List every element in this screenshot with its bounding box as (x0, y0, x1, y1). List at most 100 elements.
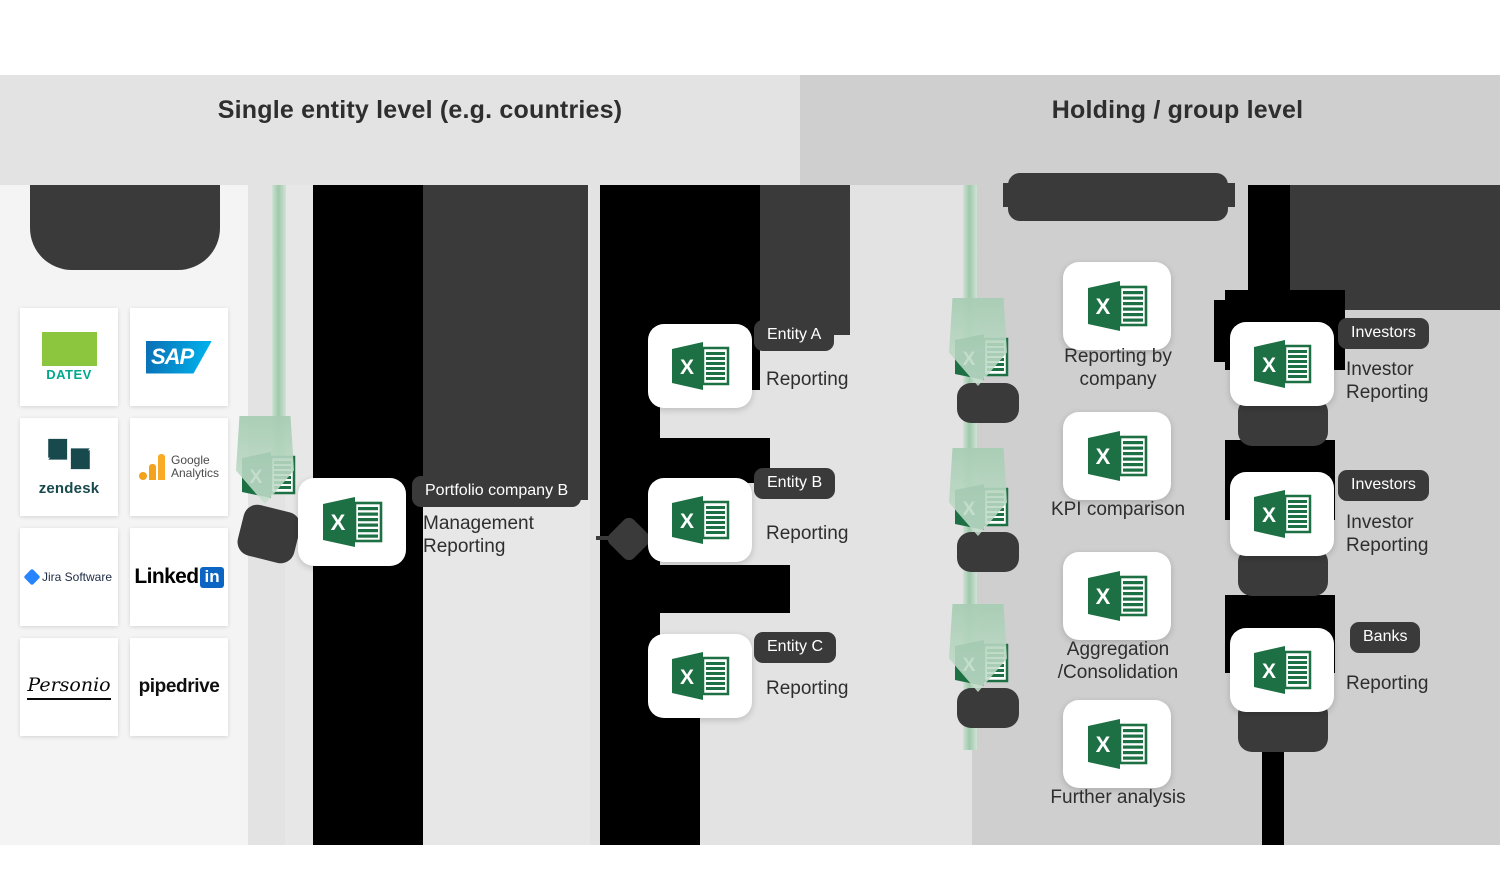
redaction-blob (957, 688, 1019, 728)
redaction-block (640, 565, 790, 613)
connector-dash (596, 536, 610, 540)
sap-logo: SAP (146, 340, 212, 374)
pill-entity-a: Entity A (754, 320, 835, 351)
zendesk-wordmark: zendesk (38, 480, 100, 497)
caption-entity-c-reporting: Reporting (766, 678, 849, 699)
redaction-block (423, 185, 588, 500)
caption-banks-reporting: Reporting (1346, 673, 1429, 694)
caption-aggregation-consolidation: Aggregation /Consolidation (1057, 639, 1179, 684)
excel-icon: X (1254, 646, 1312, 694)
google-analytics-mark (138, 454, 165, 480)
flow-excel-icon-entity: X (236, 416, 296, 504)
logo-tile-linkedin[interactable]: Linked in (130, 528, 228, 626)
logo-tile-jira-software[interactable]: Jira Software (20, 528, 118, 626)
excel-icon: X (323, 497, 383, 547)
ga-line1: Google (170, 452, 210, 467)
svg-text:X: X (1096, 732, 1111, 757)
jira-software-logo: Jira Software (23, 568, 113, 586)
svg-text:X: X (1096, 444, 1111, 469)
datev-logo: DATEV (41, 332, 97, 382)
pill-portfolio-company-b: Portfolio company B (412, 476, 582, 507)
redaction-block (1008, 173, 1228, 221)
redaction-blob (1238, 548, 1328, 596)
excel-icon: X (1088, 281, 1148, 331)
excel-icon: X (672, 652, 730, 700)
logo-tile-sap[interactable]: SAP (130, 308, 228, 406)
caption-entity-a-reporting: Reporting (766, 369, 849, 390)
datev-wordmark: DATEV (46, 367, 92, 382)
svg-text:X: X (1262, 660, 1276, 683)
pipedrive-logo: pipedrive (138, 676, 220, 697)
linkedin-in-badge: in (200, 566, 224, 588)
card-banks-reporting[interactable]: X (1230, 628, 1334, 712)
right-header-band (800, 75, 1500, 185)
card-entity-c-reporting[interactable]: X (648, 634, 752, 718)
caption-further-analysis: Further analysis (1050, 787, 1186, 808)
caption-investor-reporting-1: Investor Reporting (1346, 359, 1429, 404)
flow-excel-icon-group-3: X (949, 604, 1009, 692)
card-reporting-by-company[interactable]: X (1063, 262, 1171, 350)
flow-excel-icon-group-1: X (949, 298, 1009, 386)
excel-icon: X (1254, 340, 1312, 388)
google-analytics-logo: Google Analytics (138, 452, 219, 480)
excel-icon: X (672, 496, 730, 544)
redaction-blob (957, 383, 1019, 423)
card-entity-a-reporting[interactable]: X (648, 324, 752, 408)
caption-entity-b-reporting: Reporting (766, 523, 849, 544)
zendesk-logo: zendesk (39, 437, 100, 497)
pill-entity-c: Entity C (754, 632, 837, 663)
excel-icon: X (1088, 431, 1148, 481)
caption-kpi-comparison: KPI comparison (1050, 499, 1186, 520)
svg-text:X: X (1262, 354, 1276, 377)
linkedin-logo: Linked in (134, 565, 224, 589)
redaction-block (640, 438, 770, 483)
svg-text:X: X (1262, 504, 1276, 527)
card-management-reporting[interactable]: X (298, 478, 406, 566)
card-investor-reporting-2[interactable]: X (1230, 472, 1334, 556)
svg-text:X: X (680, 510, 694, 533)
excel-icon: X (1254, 490, 1312, 538)
logo-tile-zendesk[interactable]: zendesk (20, 418, 118, 516)
pill-banks: Banks (1350, 622, 1421, 653)
logo-tile-personio[interactable]: Personio (20, 638, 118, 736)
redaction-block (1290, 185, 1500, 310)
redaction-block (760, 185, 850, 335)
google-analytics-wordmark: Google Analytics (170, 452, 219, 480)
flow-excel-icon-group-2: X (949, 448, 1009, 536)
linkedin-wordmark: Linked (134, 565, 199, 588)
svg-text:X: X (680, 356, 694, 379)
datev-mark (41, 332, 97, 366)
pill-investors-1: Investors (1338, 318, 1429, 349)
excel-icon: X (1088, 719, 1148, 769)
svg-text:X: X (680, 666, 694, 689)
pill-investors-2: Investors (1338, 470, 1429, 501)
redaction-blob (1238, 398, 1328, 446)
personio-logo: Personio (27, 674, 111, 700)
left-header-band (0, 75, 800, 185)
redaction-blob (957, 532, 1019, 572)
jira-mark (23, 568, 41, 586)
card-entity-b-reporting[interactable]: X (648, 478, 752, 562)
card-aggregation-consolidation[interactable]: X (1063, 552, 1171, 640)
card-kpi-comparison[interactable]: X (1063, 412, 1171, 500)
jira-wordmark: Jira Software (41, 570, 113, 584)
excel-icon: X (672, 342, 730, 390)
logo-tile-google-analytics[interactable]: Google Analytics (130, 418, 228, 516)
svg-text:X: X (331, 510, 346, 535)
svg-text:X: X (1096, 584, 1111, 609)
caption-reporting-by-company: Reporting by company (1064, 346, 1172, 391)
svg-text:X: X (1096, 294, 1111, 319)
redaction-block (30, 185, 220, 270)
logo-tile-datev[interactable]: DATEV (20, 308, 118, 406)
logo-tile-pipedrive[interactable]: pipedrive (130, 638, 228, 736)
pill-entity-b: Entity B (754, 468, 836, 499)
card-further-analysis[interactable]: X (1063, 700, 1171, 788)
header-holding-group-level: Holding / group level (1051, 96, 1304, 124)
header-single-entity-level: Single entity level (e.g. countries) (217, 96, 623, 124)
caption-investor-reporting-2: Investor Reporting (1346, 512, 1429, 557)
zendesk-mark (48, 438, 90, 470)
flow-line-entity (272, 185, 286, 470)
excel-icon: X (1088, 571, 1148, 621)
card-investor-reporting-1[interactable]: X (1230, 322, 1334, 406)
